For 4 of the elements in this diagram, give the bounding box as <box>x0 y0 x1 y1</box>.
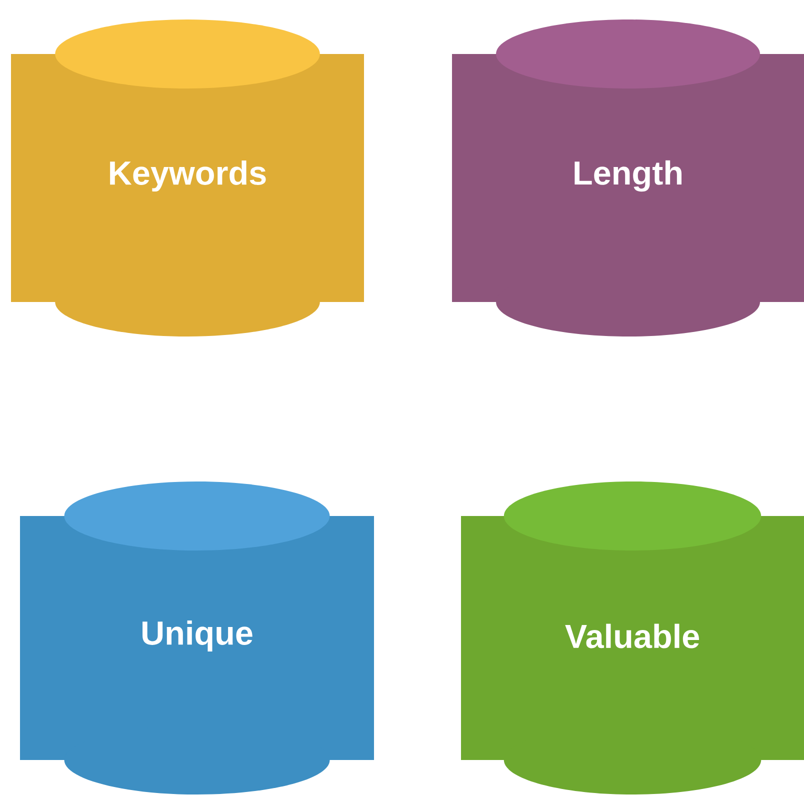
cylinder: Keywords <box>11 20 364 336</box>
cylinder: Valuable <box>461 482 804 794</box>
cylinder: Length <box>452 20 804 336</box>
cylinder: Unique <box>20 482 374 794</box>
